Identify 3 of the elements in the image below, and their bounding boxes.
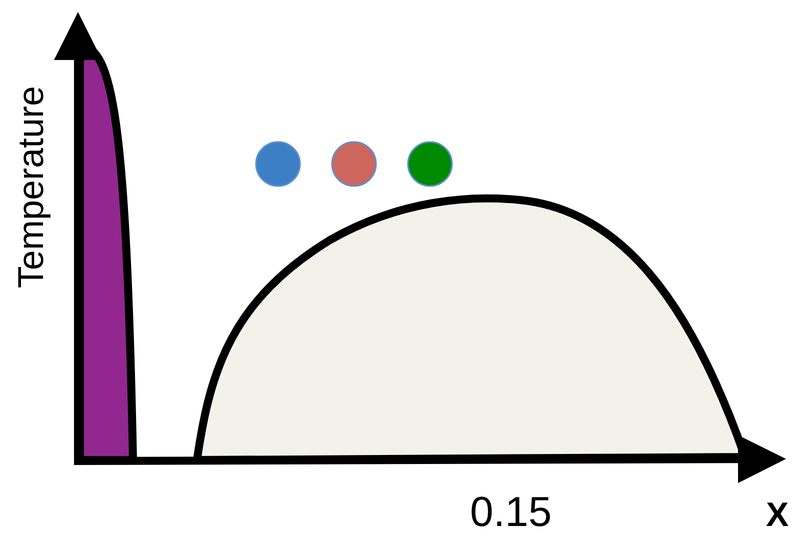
axis-label: X <box>766 496 789 535</box>
axis-label: Temperature <box>10 84 52 290</box>
tick-label: 0.15 <box>470 488 552 536</box>
